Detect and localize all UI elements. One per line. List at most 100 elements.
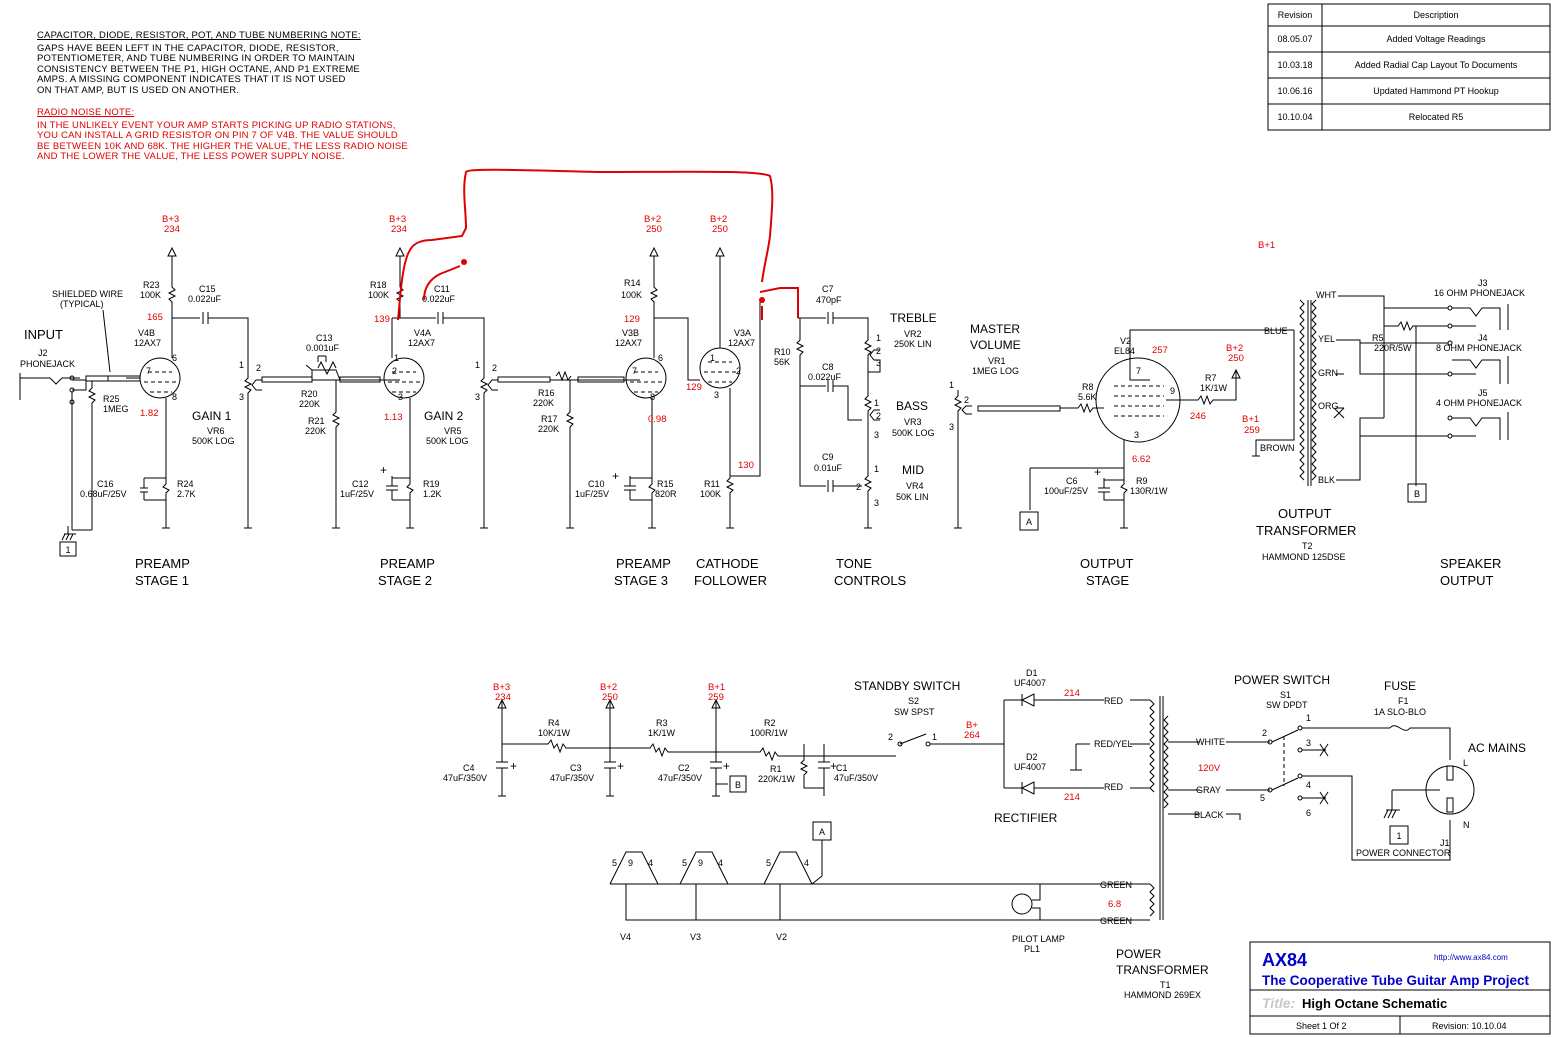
- svg-text:C2: C2: [678, 763, 690, 773]
- svg-text:100K: 100K: [700, 489, 721, 499]
- svg-text:4: 4: [718, 858, 723, 868]
- svg-text:R24: R24: [177, 479, 194, 489]
- svg-text:R23: R23: [143, 280, 160, 290]
- svg-text:C16: C16: [97, 479, 114, 489]
- svg-text:139: 139: [374, 314, 390, 325]
- svg-text:1.82: 1.82: [140, 408, 159, 419]
- svg-text:220R/5W: 220R/5W: [1374, 343, 1412, 353]
- svg-text:TREBLE: TREBLE: [890, 311, 937, 325]
- svg-text:1: 1: [475, 360, 480, 370]
- svg-text:GRAY: GRAY: [1196, 785, 1221, 795]
- svg-text:R10: R10: [774, 347, 791, 357]
- svg-text:L: L: [1463, 758, 1468, 768]
- svg-text:5: 5: [1260, 793, 1265, 803]
- svg-text:PL1: PL1: [1024, 944, 1040, 954]
- svg-text:C12: C12: [352, 479, 369, 489]
- svg-text:B+2: B+2: [644, 214, 661, 225]
- revision-date: 10.10.04: [1277, 112, 1312, 122]
- svg-text:VR2: VR2: [904, 329, 922, 339]
- svg-text:2: 2: [888, 732, 893, 742]
- revision-table: Revision Description 08.05.07 Added Volt…: [1267, 3, 1551, 131]
- power-switch: POWER SWITCH S1 SW DPDT 2 5 1 3 4 6: [1226, 673, 1451, 861]
- svg-text:R8: R8: [1082, 382, 1094, 392]
- note-body: IN THE UNLIKELY EVENT YOUR AMP STARTS PI…: [37, 119, 408, 162]
- svg-text:R4: R4: [548, 718, 560, 728]
- svg-text:S2: S2: [908, 696, 919, 706]
- svg-text:6: 6: [1306, 808, 1311, 818]
- svg-text:+: +: [723, 759, 730, 773]
- svg-text:0.98: 0.98: [648, 414, 667, 425]
- svg-text:0.68uF/25V: 0.68uF/25V: [80, 489, 127, 499]
- svg-text:3: 3: [874, 430, 879, 440]
- svg-text:500K LOG: 500K LOG: [892, 428, 935, 438]
- svg-text:HAMMOND 269EX: HAMMOND 269EX: [1124, 990, 1201, 1000]
- svg-text:A: A: [1026, 517, 1032, 527]
- revision-header: Revision: [1278, 10, 1313, 20]
- svg-text:C15: C15: [199, 284, 216, 294]
- section-label: FUSE: [1384, 679, 1416, 693]
- svg-text:+: +: [612, 469, 619, 483]
- svg-text:T1: T1: [1160, 980, 1171, 990]
- ground-ref-b: [1407, 483, 1427, 503]
- svg-text:10K/1W: 10K/1W: [538, 728, 571, 738]
- svg-text:5: 5: [612, 858, 617, 868]
- svg-text:264: 264: [964, 730, 980, 741]
- schematic-title: High Octane Schematic: [1302, 996, 1447, 1011]
- svg-text:1: 1: [1396, 831, 1401, 841]
- r25-value: 1MEG: [103, 404, 129, 414]
- svg-text:R1: R1: [770, 764, 782, 774]
- revision-date: 08.05.07: [1277, 34, 1312, 44]
- section-label: OUTPUT: [1080, 556, 1134, 571]
- svg-text:GREEN: GREEN: [1100, 880, 1132, 890]
- svg-text:3: 3: [1306, 738, 1311, 748]
- svg-text:N: N: [1463, 820, 1470, 830]
- svg-text:130R/1W: 130R/1W: [1130, 486, 1168, 496]
- svg-text:0.01uF: 0.01uF: [814, 463, 843, 473]
- svg-text:B+3: B+3: [493, 682, 510, 693]
- svg-text:C3: C3: [570, 763, 582, 773]
- capacitor-numbering-note: CAPACITOR, DIODE, RESISTOR, POT, AND TUB…: [37, 30, 367, 96]
- svg-text:UF4007: UF4007: [1014, 678, 1046, 688]
- cathode-follower: V3A 12AX7 1 2 3 B+2 250 129 130 R11 100K…: [686, 214, 767, 588]
- svg-text:5: 5: [766, 858, 771, 868]
- tube-v4a: [383, 357, 425, 399]
- svg-text:VR6: VR6: [207, 426, 225, 436]
- svg-text:R2: R2: [764, 718, 776, 728]
- revision-date: 10.06.16: [1277, 86, 1312, 96]
- svg-text:1MEG LOG: 1MEG LOG: [972, 366, 1019, 376]
- note-body: GAPS HAVE BEEN LEFT IN THE CAPACITOR, DI…: [37, 42, 360, 96]
- svg-text:1: 1: [394, 353, 399, 363]
- svg-text:2.7K: 2.7K: [177, 489, 196, 499]
- svg-text:+: +: [617, 759, 624, 773]
- svg-text:50K LIN: 50K LIN: [896, 492, 929, 502]
- svg-text:J3: J3: [1478, 278, 1488, 288]
- svg-text:16 OHM PHONEJACK: 16 OHM PHONEJACK: [1434, 288, 1525, 298]
- svg-text:B+1: B+1: [1242, 414, 1259, 425]
- svg-text:V2: V2: [776, 932, 787, 942]
- power-supply-filter: B+3 234 B+2 250 B+1 259 + + + C4 47uF/35…: [443, 682, 896, 797]
- svg-text:B+: B+: [966, 720, 978, 731]
- svg-text:100uF/25V: 100uF/25V: [1044, 486, 1088, 496]
- section-label: SPEAKER: [1440, 556, 1501, 571]
- svg-text:3: 3: [398, 392, 403, 402]
- svg-text:R16: R16: [538, 388, 555, 398]
- svg-text:220K/1W: 220K/1W: [758, 774, 796, 784]
- ground-ref-a: [1019, 511, 1039, 531]
- svg-text:246: 246: [1190, 411, 1206, 422]
- svg-text:1uF/25V: 1uF/25V: [340, 489, 374, 499]
- svg-text:4: 4: [1306, 780, 1311, 790]
- description-header: Description: [1413, 10, 1458, 20]
- section-label: OUTPUT: [1440, 573, 1494, 588]
- svg-text:47uF/350V: 47uF/350V: [834, 773, 878, 783]
- svg-text:12AX7: 12AX7: [615, 338, 642, 348]
- svg-text:B+3: B+3: [162, 214, 179, 225]
- svg-text:234: 234: [495, 692, 511, 703]
- svg-text:250: 250: [602, 692, 618, 703]
- svg-text:C10: C10: [588, 479, 605, 489]
- section-label: CONTROLS: [834, 573, 907, 588]
- svg-text:7: 7: [1136, 366, 1141, 376]
- preamp-stage-3: R16 220K R17 220K V3B 12AX7 6 7 8 B+2 25…: [497, 214, 700, 588]
- svg-text:0.022uF: 0.022uF: [188, 294, 222, 304]
- svg-text:GREEN: GREEN: [1100, 916, 1132, 926]
- tagline-text: The Cooperative Tube Guitar Amp Project: [1262, 973, 1530, 988]
